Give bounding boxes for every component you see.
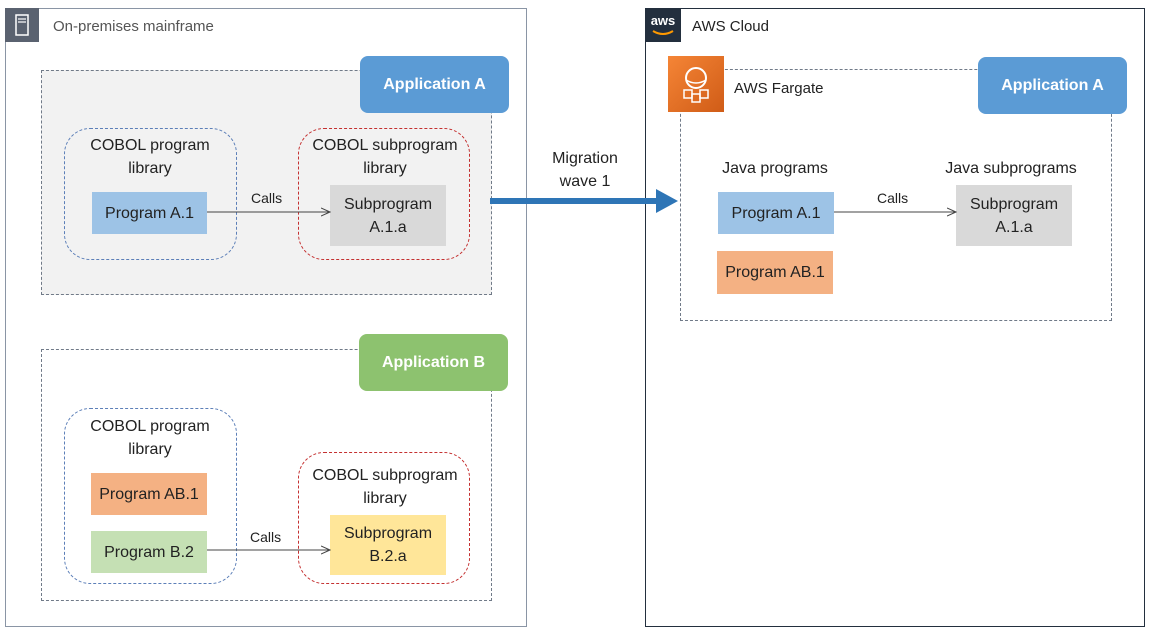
- aws-subprogram-a1a: Subprogram A.1.a: [956, 185, 1072, 246]
- onprem-app-b-group: [41, 349, 492, 601]
- server-icon: [5, 8, 39, 42]
- aws-program-ab1: Program AB.1: [717, 251, 833, 294]
- aws-logo-text: aws: [650, 13, 676, 28]
- aws-app-a-badge: Application A: [978, 57, 1127, 114]
- onprem-a-subprogram-a1a: Subprogram A.1.a: [330, 185, 446, 246]
- onprem-a-calls-label: Calls: [251, 190, 283, 206]
- onprem-a-subprogram-library-title: COBOL subprogram library: [312, 137, 458, 177]
- onprem-app-a-badge: Application A: [360, 56, 509, 113]
- onprem-a-subprogram-library: [298, 128, 470, 260]
- onprem-b-program-b2: Program B.2: [91, 531, 207, 573]
- aws-java-programs-title: Java programs: [722, 160, 828, 177]
- onprem-a-program-library: [64, 128, 237, 260]
- aws-fargate-label: AWS Fargate: [734, 80, 824, 97]
- onprem-b-subprogram-b2a: Subprogram B.2.a: [330, 515, 446, 575]
- aws-program-a1: Program A.1: [718, 192, 834, 234]
- onprem-b-subprogram-library-title: COBOL subprogram library: [312, 467, 458, 507]
- onprem-b-program-ab1: Program AB.1: [91, 473, 207, 515]
- onprem-a-program-library-title: COBOL program library: [90, 137, 210, 177]
- aws-fargate-group: [680, 69, 1112, 321]
- onprem-app-b-badge: Application B: [359, 334, 508, 391]
- aws-calls-label: Calls: [877, 190, 909, 206]
- onprem-a-program-a1: Program A.1: [92, 192, 207, 234]
- onprem-b-program-library-title: COBOL program library: [90, 418, 210, 458]
- aws-logo-icon: aws: [645, 8, 681, 42]
- aws-java-subprograms-title: Java subprograms: [945, 160, 1077, 177]
- fargate-icon: [668, 56, 724, 112]
- migration-arrow: [490, 189, 678, 213]
- onprem-b-subprogram-library: [298, 452, 470, 584]
- onprem-b-program-library: [64, 408, 237, 584]
- onprem-b-calls-label: Calls: [250, 529, 282, 545]
- onprem-title: On-premises mainframe: [53, 18, 214, 35]
- migration-label: Migration wave 1: [552, 150, 618, 190]
- aws-cloud-title: AWS Cloud: [692, 18, 769, 35]
